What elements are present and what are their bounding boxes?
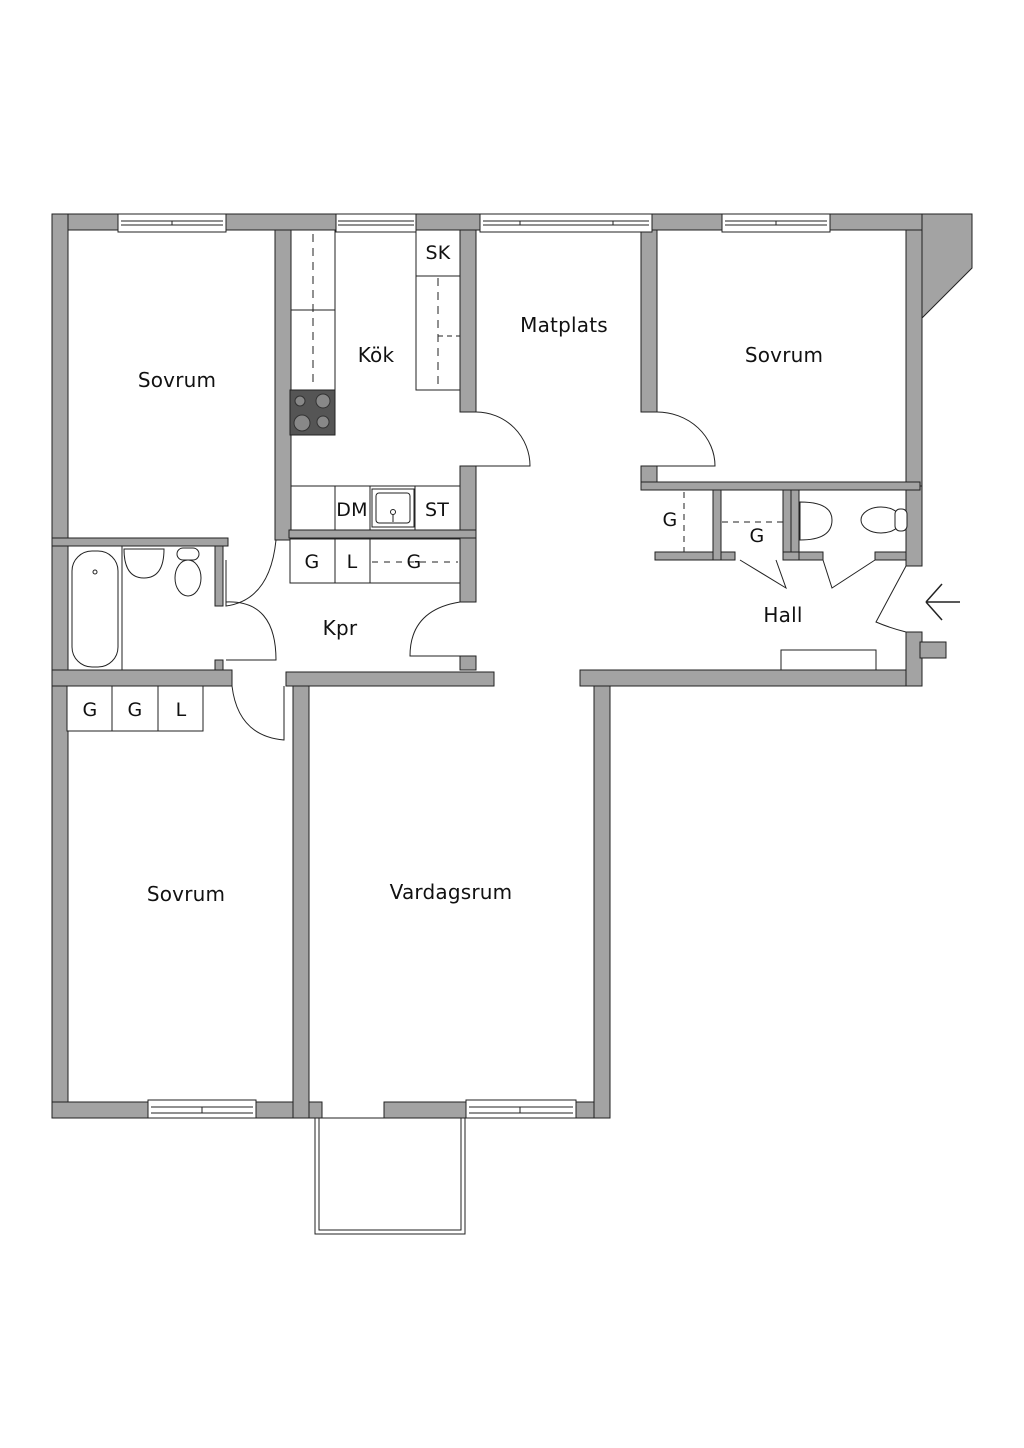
fixture-label-hall-g1: G	[662, 509, 678, 531]
fixture-label-kpr-g2: G	[406, 551, 422, 573]
room-label-vardagsrum: Vardagsrum	[389, 880, 513, 904]
walls	[51, 213, 973, 1119]
toilet-icon	[174, 559, 202, 597]
fixture-label-st: ST	[424, 499, 450, 521]
stove-icon	[289, 389, 336, 436]
room-label-matplats: Matplats	[520, 313, 608, 337]
fixture-label-kpr-g1: G	[304, 551, 320, 573]
fixture-label-sw-g1: G	[82, 699, 98, 721]
sw-closets	[66, 685, 204, 732]
windows	[117, 213, 831, 1119]
fixture-label-kpr-l: L	[346, 551, 358, 573]
fixture-label-sw-l: L	[175, 699, 187, 721]
balcony	[314, 1117, 466, 1235]
fixture-label-hall-g2: G	[749, 525, 765, 547]
sink-icon	[371, 488, 415, 528]
fixture-label-sk: SK	[425, 242, 451, 264]
room-label-sovrum-sw: Sovrum	[146, 882, 226, 906]
room-label-sovrum-nw: Sovrum	[137, 368, 217, 392]
room-label-sovrum-ne: Sovrum	[744, 343, 824, 367]
hall-bench	[780, 649, 877, 671]
hall-fixtures	[683, 492, 908, 671]
kitchen-counters	[290, 229, 461, 531]
bathroom-fixtures	[71, 546, 202, 670]
kpr-closets	[289, 538, 461, 584]
washbasin-icon	[123, 548, 165, 579]
doors	[225, 411, 907, 741]
room-label-kok: Kök	[357, 343, 395, 367]
room-label-kpr: Kpr	[322, 616, 358, 640]
room-label-hall: Hall	[763, 603, 803, 627]
wc-basin-icon	[799, 501, 833, 541]
fixture-label-sw-g2: G	[127, 699, 143, 721]
bathtub-icon	[71, 550, 119, 668]
entrance-arrow-icon	[925, 583, 960, 621]
fixture-label-dm: DM	[336, 499, 368, 521]
